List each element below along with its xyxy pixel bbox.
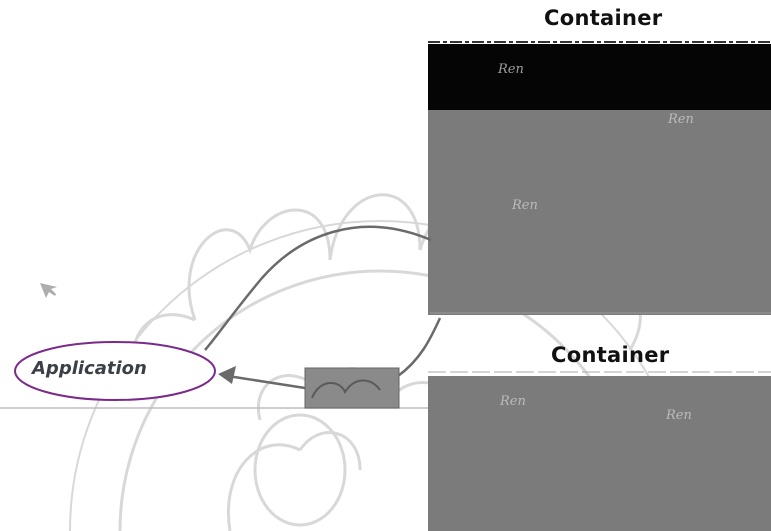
container-1-item: Ren (512, 198, 538, 213)
container-2-item: Ren (666, 408, 692, 423)
container-1-header-band (428, 44, 771, 110)
connector-container1-to-application (204, 225, 432, 351)
container-2-item: Ren (500, 394, 526, 409)
container-1-title: Container (544, 6, 663, 30)
connector-relay-to-container1 (397, 317, 442, 378)
connector-relay-to-application (227, 374, 306, 390)
container-1-item: Ren (668, 112, 694, 127)
container-1-body (428, 110, 771, 315)
container-2-title: Container (551, 343, 670, 367)
cursor-icon (40, 283, 57, 298)
container-2-body (428, 376, 771, 531)
connectors (204, 225, 442, 390)
application-node (14, 341, 216, 401)
container-1 (428, 41, 771, 315)
arrowhead-icon (218, 366, 236, 384)
container-2 (428, 371, 771, 531)
container-1-item: Ren (498, 62, 524, 77)
relay-box (304, 367, 400, 409)
application-label: Application (32, 358, 147, 379)
